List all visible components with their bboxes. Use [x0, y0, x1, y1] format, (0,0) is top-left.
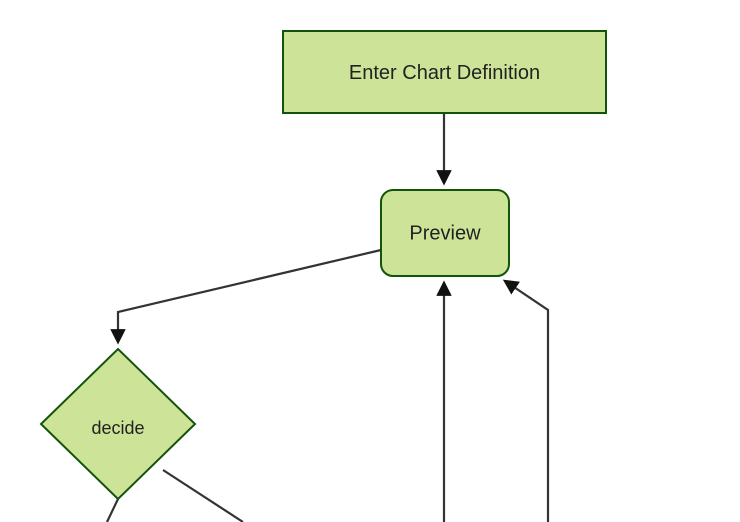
edge-decide-out-left[interactable]	[106, 498, 119, 522]
node-decide-shape[interactable]	[39, 347, 197, 501]
edge-layer	[106, 113, 550, 522]
edge-into-preview-bottom-right[interactable]	[502, 279, 550, 522]
node-enter-chart-definition[interactable]: Enter Chart Definition	[282, 30, 607, 114]
edge-preview-to-decide[interactable]	[110, 248, 382, 345]
node-decide-label: decide	[91, 418, 144, 438]
node-preview-label: Preview	[409, 222, 481, 244]
node-preview[interactable]: Preview	[380, 189, 510, 277]
node-enter-chart-definition-label: Enter Chart Definition	[349, 62, 540, 84]
node-layer: Enter Chart Definition Preview decide	[39, 30, 607, 501]
node-decide[interactable]: decide	[39, 347, 197, 501]
node-preview-shape[interactable]	[380, 189, 510, 277]
node-enter-chart-definition-shape[interactable]	[282, 30, 607, 114]
edge-decide-out-right[interactable]	[162, 469, 244, 522]
